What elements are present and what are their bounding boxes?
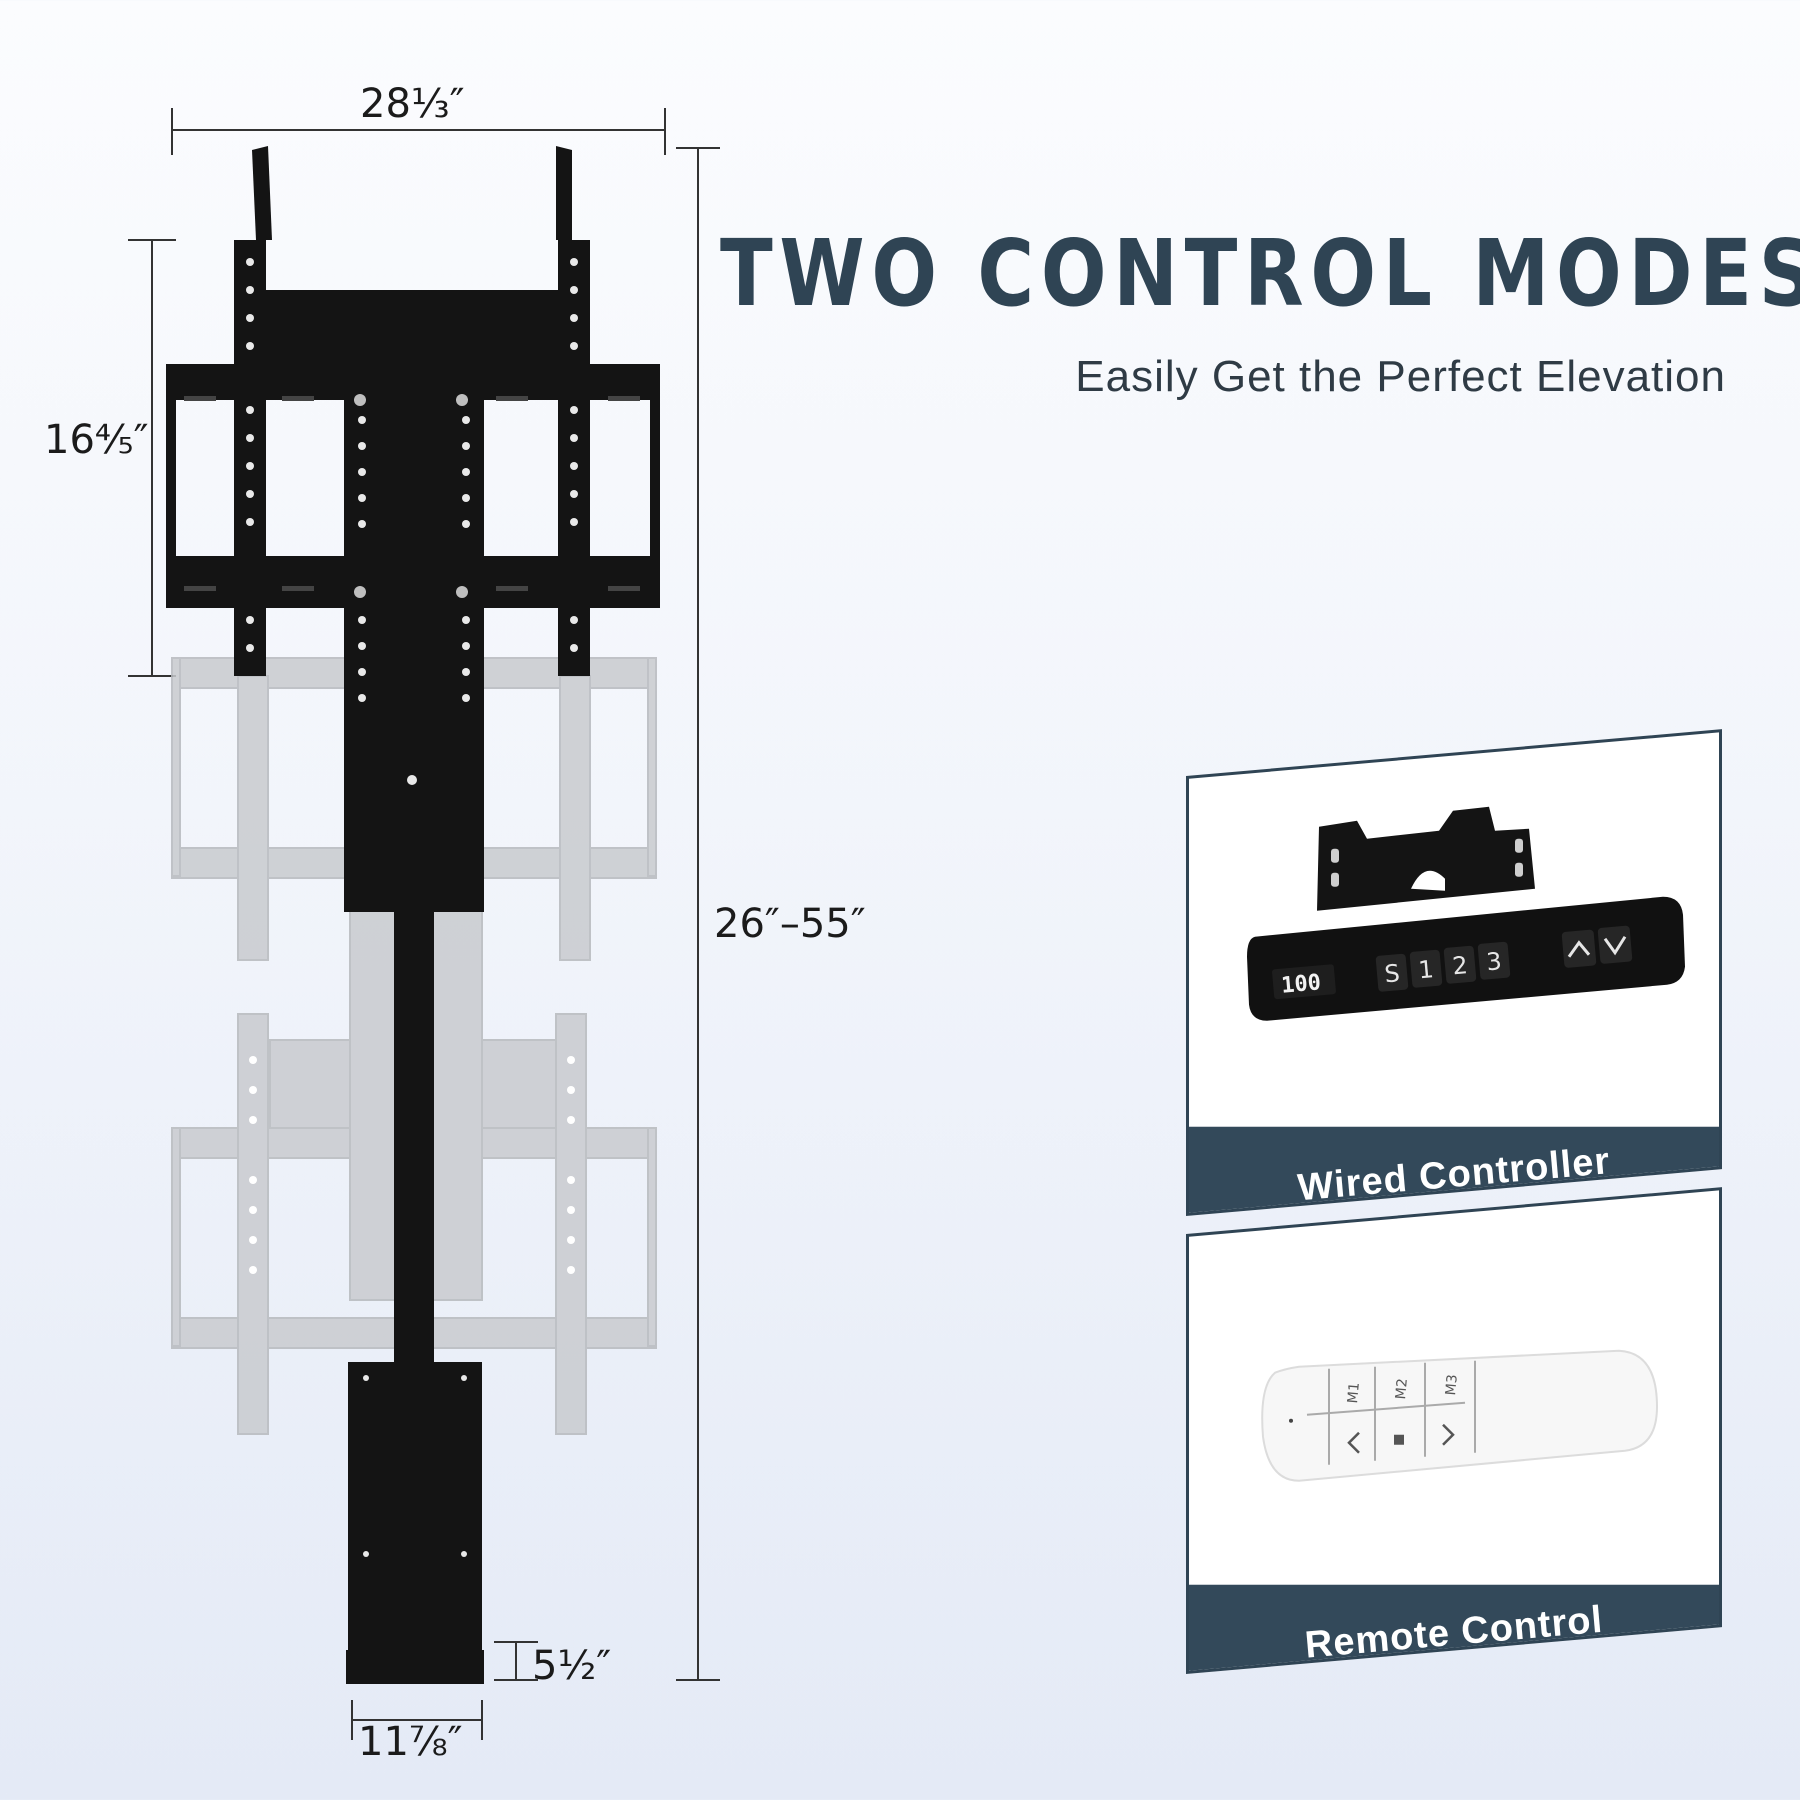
chevron-left-icon (1347, 1431, 1360, 1454)
tv-lift-illustration (166, 146, 660, 1684)
mount-bracket (166, 146, 660, 1684)
wired-button-3-label: 3 (1485, 947, 1503, 976)
wired-button-2-label: 2 (1451, 951, 1469, 980)
wired-display-value: 100 (1280, 970, 1322, 998)
wired-controller-card: 100 S 1 2 3 Wired Controll (1186, 729, 1722, 1216)
chevron-up-icon (1561, 929, 1597, 968)
base-depth-dimension-label: 5½″ (532, 1643, 612, 1689)
chevron-right-icon (1442, 1423, 1455, 1446)
wired-button-1-label: 1 (1417, 955, 1435, 984)
headline-title: TWO CONTROL MODES (720, 220, 1800, 327)
wired-controller-image: 100 S 1 2 3 (1247, 806, 1685, 1021)
wired-display: 100 (1272, 964, 1336, 1000)
stop-icon (1394, 1434, 1404, 1445)
remote-m1-label: M1 (1345, 1382, 1363, 1404)
chevron-down-icon (1597, 925, 1633, 964)
base-width-dimension-label: 11⅞″ (358, 1719, 463, 1765)
remote-control-card: M1 M2 M3 Remote Control (1186, 1187, 1722, 1674)
lift-range-dimension-label: 26″–55″ (714, 901, 866, 947)
wired-button-s-label: S (1383, 959, 1401, 988)
remote-m3-label: M3 (1443, 1374, 1461, 1396)
headline-subtitle: Easily Get the Perfect Elevation (1075, 352, 1726, 401)
remote-control-image: M1 M2 M3 (1261, 1349, 1659, 1482)
remote-m2-label: M2 (1393, 1378, 1411, 1400)
mount-height-dimension-label: 16⅘″ (44, 417, 149, 463)
width-dimension-label: 28⅓″ (360, 81, 465, 127)
